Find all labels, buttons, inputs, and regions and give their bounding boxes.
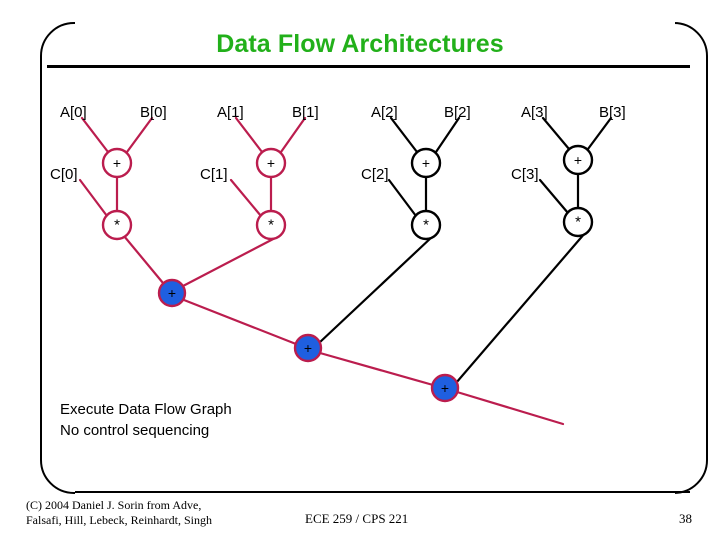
graph-edge-1: [125, 116, 154, 154]
graph-labels: A[0] B[0] A[1] B[1] A[2] B[2] A[3] B[3] C[0] C[1]…: [50, 104, 626, 183]
graph-node-mul2[interactable]: *: [410, 209, 442, 241]
frame-top-mask: [75, 18, 675, 26]
graph-edge-3: [78, 178, 109, 218]
node-circle-sum2: [430, 373, 460, 403]
course-label: ECE 259 / CPS 221: [305, 511, 409, 526]
graph-edges: [78, 116, 613, 426]
graph-edge-19: [317, 234, 435, 345]
node-circle-add3: [562, 144, 594, 176]
operand-label-C1: C[1]: [200, 166, 228, 183]
operand-label-A3: A[3]: [521, 104, 548, 121]
graph-edge-9: [434, 116, 461, 154]
frame-bottom-mask: [75, 488, 675, 498]
node-op-sum1: +: [304, 340, 312, 356]
graph-node-add3[interactable]: +: [562, 144, 594, 176]
node-circle-add0: [101, 147, 133, 179]
graph-edge-15: [538, 178, 570, 215]
operand-label-C2: C[2]: [361, 166, 389, 183]
node-op-sum0: +: [168, 285, 176, 301]
note-line-1: Execute Data Flow Graph: [60, 401, 232, 418]
node-circle-mul2: [410, 209, 442, 241]
node-op-mul1: *: [268, 217, 274, 234]
graph-node-mul3[interactable]: *: [562, 206, 594, 238]
node-circle-mul3: [562, 206, 594, 238]
operand-label-A0: A[0]: [60, 104, 87, 121]
node-op-add3: +: [574, 152, 582, 168]
node-op-mul0: *: [114, 217, 120, 234]
graph-edge-22: [455, 390, 565, 426]
node-circle-add1: [255, 147, 287, 179]
graph-node-sum2[interactable]: +: [430, 373, 460, 403]
graph-edge-11: [387, 178, 418, 218]
graph-node-add1[interactable]: +: [255, 147, 287, 179]
footer-divider: [75, 491, 690, 493]
node-op-mul3: *: [575, 214, 581, 231]
graph-node-mul1[interactable]: *: [255, 209, 287, 241]
graph-edge-8: [389, 116, 419, 154]
graph-node-add0[interactable]: +: [101, 147, 133, 179]
graph-edge-21: [454, 231, 587, 385]
graph-edge-18: [182, 298, 298, 346]
operand-label-B0: B[0]: [140, 104, 167, 121]
slide-title: Data Flow Architectures: [216, 30, 504, 58]
graph-node-add2[interactable]: +: [410, 147, 442, 179]
node-circle-mul0: [101, 209, 133, 241]
node-circle-sum1: [293, 333, 323, 363]
graph-edge-4: [234, 116, 264, 154]
node-op-sum2: +: [441, 380, 449, 396]
copyright-line-1: (C) 2004 Daniel J. Sorin from Adve,: [26, 498, 202, 512]
operand-label-A1: A[1]: [217, 104, 244, 121]
page-number: 38: [679, 511, 692, 526]
operand-label-C3: C[3]: [511, 166, 539, 183]
node-op-add1: +: [267, 155, 275, 171]
graph-edge-13: [586, 116, 613, 151]
graph-edge-16: [122, 234, 165, 285]
operand-label-B1: B[1]: [292, 104, 319, 121]
graph-nodes: + * + * + * + * + + +: [101, 144, 594, 403]
node-op-add2: +: [422, 155, 430, 171]
graph-edge-0: [80, 116, 110, 154]
operand-label-B3: B[3]: [599, 104, 626, 121]
title-divider: [47, 65, 690, 68]
node-circle-add2: [410, 147, 442, 179]
operand-label-A2: A[2]: [371, 104, 398, 121]
graph-edge-7: [229, 178, 263, 218]
graph-edge-5: [279, 116, 307, 154]
note-line-2: No control sequencing: [60, 422, 210, 439]
graph-node-sum0[interactable]: +: [157, 278, 187, 308]
copyright-notice: (C) 2004 Daniel J. Sorin from Adve, Fals…: [26, 498, 212, 528]
node-op-add0: +: [113, 155, 121, 171]
graph-edge-20: [318, 351, 435, 387]
graph-node-mul0[interactable]: *: [101, 209, 133, 241]
operand-label-B2: B[2]: [444, 104, 471, 121]
execution-note: Execute Data Flow Graph No control seque…: [60, 399, 232, 441]
graph-edge-12: [541, 116, 571, 151]
graph-node-sum1[interactable]: +: [293, 333, 323, 363]
node-circle-mul1: [255, 209, 287, 241]
node-op-mul2: *: [423, 217, 429, 234]
operand-label-C0: C[0]: [50, 166, 78, 183]
graph-edge-17: [181, 234, 281, 288]
node-circle-sum0: [157, 278, 187, 308]
copyright-line-2: Falsafi, Hill, Lebeck, Reinhardt, Singh: [26, 513, 212, 527]
